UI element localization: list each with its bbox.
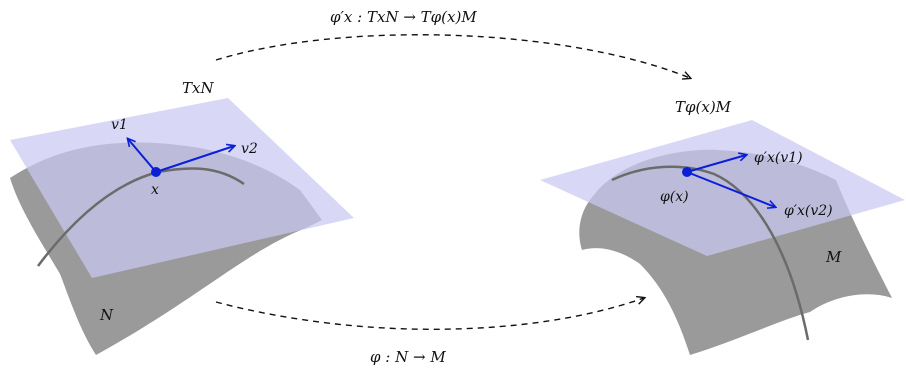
label-pushed-v1: φ′x(v1) <box>754 150 803 166</box>
label-phi-x: φ(x) <box>660 189 689 205</box>
left-manifold-group: TxN v1 v2 x N <box>10 79 354 355</box>
label-top-arrow: φ′x : TxN → Tφ(x)M <box>330 8 477 26</box>
label-bottom-arrow: φ : N → M <box>370 348 446 366</box>
right-manifold-group: Tφ(x)M φ′x(v1) φ′x(v2) φ(x) M <box>540 98 905 355</box>
point-phi-x <box>682 167 692 177</box>
label-right-tangent-space: Tφ(x)M <box>675 98 732 116</box>
right-tangent-plane <box>540 120 905 256</box>
pushed-v1-vector <box>686 155 746 173</box>
point-x <box>151 167 161 177</box>
pushed-v2-vector <box>686 171 775 207</box>
label-left-manifold: N <box>99 306 114 324</box>
label-pushed-v2: φ′x(v2) <box>784 203 833 219</box>
label-right-manifold: M <box>825 248 842 266</box>
left-tangent-plane <box>10 98 354 278</box>
label-v2: v2 <box>241 141 258 157</box>
v2-vector <box>155 146 234 173</box>
label-v1: v1 <box>111 117 128 133</box>
bottom-dashed-arrow <box>215 298 644 330</box>
top-dashed-arrow <box>215 34 690 78</box>
label-x: x <box>151 182 159 198</box>
v1-vector <box>128 139 157 173</box>
right-curve <box>611 165 810 341</box>
label-left-tangent-space: TxN <box>182 79 214 97</box>
